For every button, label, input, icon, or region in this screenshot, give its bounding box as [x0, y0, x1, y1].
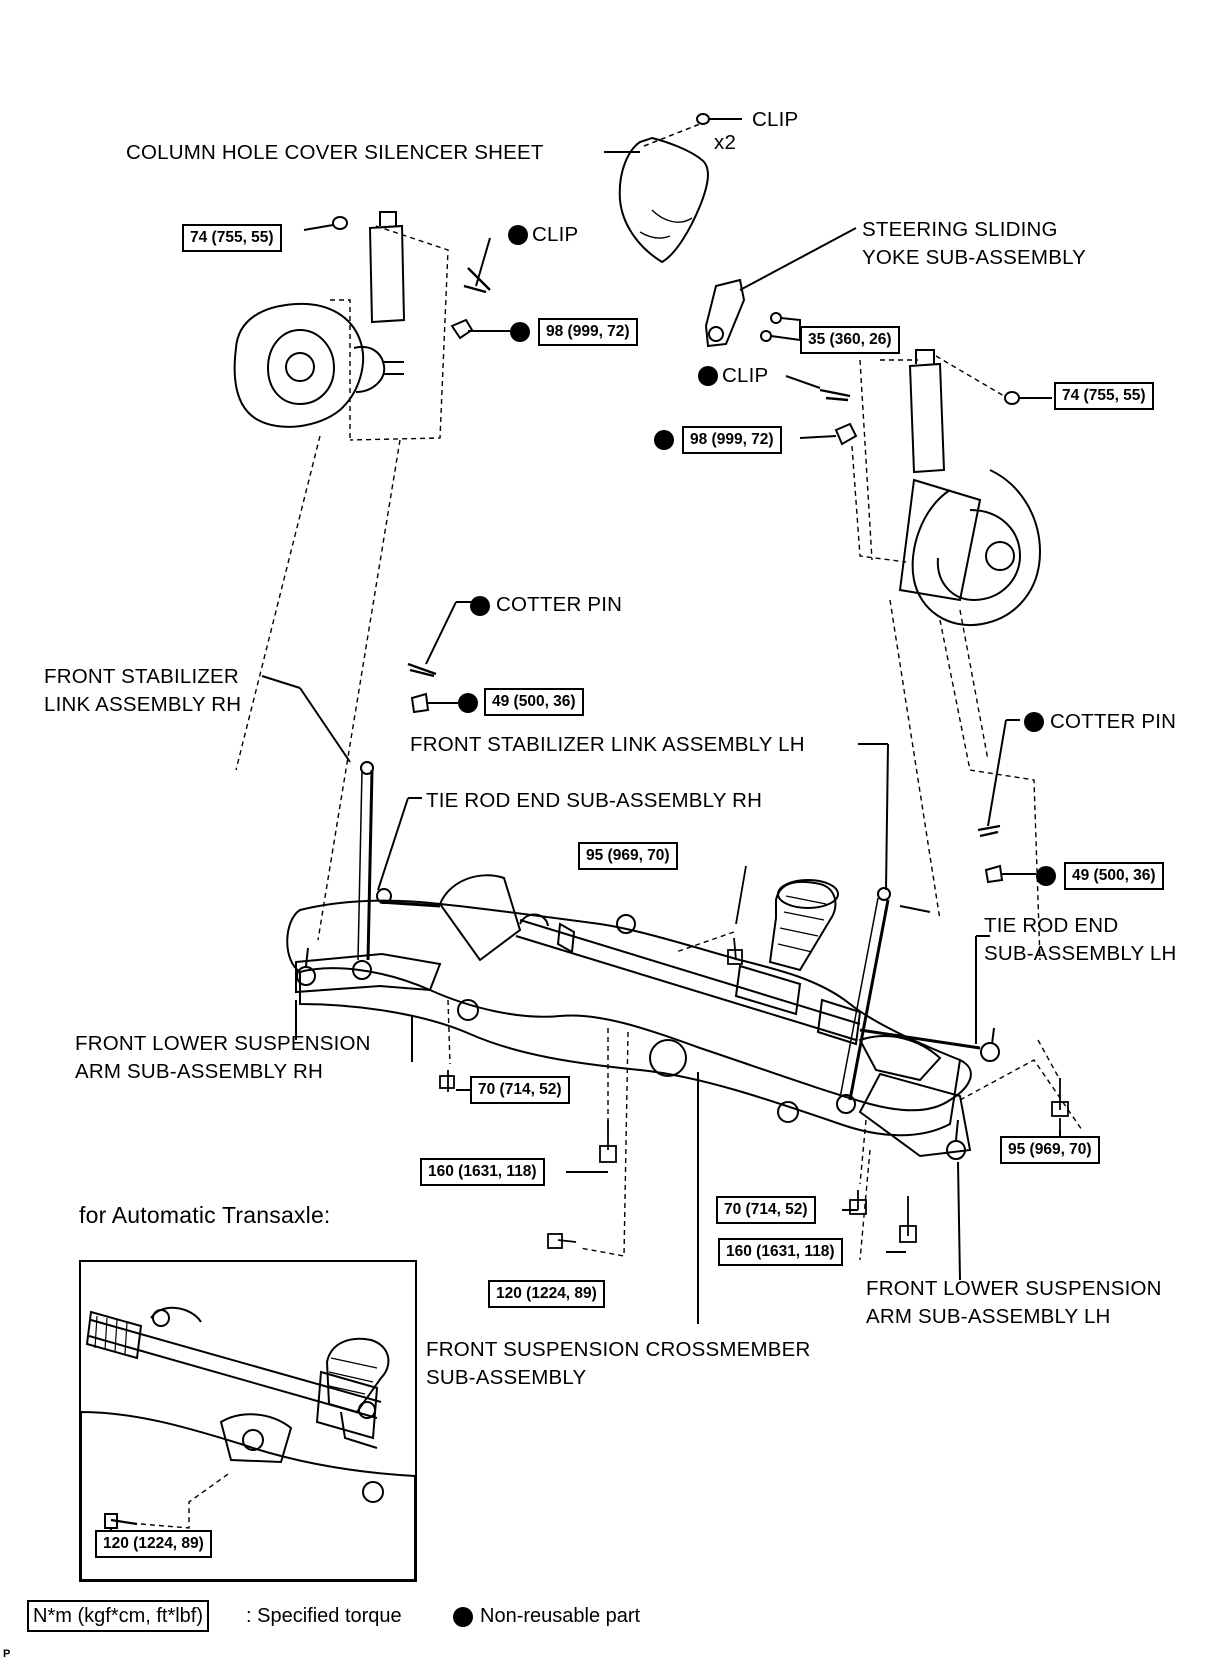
- torque-120-inset: 120 (1224, 89): [95, 1530, 212, 1558]
- strut-rh-shape: [368, 224, 406, 324]
- label-tie-rod-end-lh-line2: SUB-ASSEMBLY LH: [984, 942, 1177, 965]
- nonreusable-dot-cotter-pin-lh: [1024, 712, 1044, 732]
- torque-98-lh: 98 (999, 72): [682, 426, 782, 454]
- nonreusable-dot-cotter-pin-rh: [470, 596, 490, 616]
- label-clip-rh: CLIP: [532, 223, 579, 246]
- torque-74-rh: 74 (755, 55): [182, 224, 282, 252]
- label-steering-sliding-yoke-line2: YOKE SUB-ASSEMBLY: [862, 246, 1087, 269]
- torque-160-right: 160 (1631, 118): [718, 1238, 843, 1266]
- torque-70-right: 70 (714, 52): [716, 1196, 816, 1224]
- torque-98-rh: 98 (999, 72): [538, 318, 638, 346]
- torque-49-rh: 49 (500, 36): [484, 688, 584, 716]
- silencer-sheet-shape: [618, 136, 709, 264]
- label-front-lower-suspension-arm-rh-line1: FRONT LOWER SUSPENSION: [75, 1032, 371, 1055]
- label-column-hole-cover-silencer-sheet: COLUMN HOLE COVER SILENCER SHEET: [126, 141, 544, 164]
- label-steering-sliding-yoke-line1: STEERING SLIDING: [862, 218, 1058, 241]
- torque-160-left: 160 (1631, 118): [420, 1158, 545, 1186]
- torque-70-left: 70 (714, 52): [470, 1076, 570, 1104]
- torque-120-main: 120 (1224, 89): [488, 1280, 605, 1308]
- strut-lh-shape: [908, 362, 946, 474]
- torque-95-right: 95 (969, 70): [1000, 1136, 1100, 1164]
- label-tie-rod-end-rh: TIE ROD END SUB-ASSEMBLY RH: [426, 789, 763, 812]
- label-front-stabilizer-link-rh-line2: LINK ASSEMBLY RH: [44, 693, 242, 716]
- automatic-transaxle-inset: 120 (1224, 89): [79, 1260, 417, 1582]
- label-front-suspension-crossmember-line1: FRONT SUSPENSION CROSSMEMBER: [426, 1338, 811, 1361]
- label-front-stabilizer-link-rh-line1: FRONT STABILIZER: [44, 665, 239, 688]
- nonreusable-dot-clip-lh: [698, 366, 718, 386]
- torque-74-lh: 74 (755, 55): [1054, 382, 1154, 410]
- nonreusable-dot-49-lh: [1036, 866, 1056, 886]
- nonreusable-dot-98-lh: [654, 430, 674, 450]
- label-front-lower-suspension-arm-rh-line2: ARM SUB-ASSEMBLY RH: [75, 1060, 323, 1083]
- label-for-automatic-transaxle: for Automatic Transaxle:: [79, 1202, 331, 1228]
- nonreusable-dot-98-rh: [510, 322, 530, 342]
- label-front-lower-suspension-arm-lh-line2: ARM SUB-ASSEMBLY LH: [866, 1305, 1111, 1328]
- torque-95-top: 95 (969, 70): [578, 842, 678, 870]
- label-clip-quantity: x2: [714, 131, 737, 154]
- legend-torque-unit-box: N*m (kgf*cm, ft*lbf): [27, 1600, 210, 1632]
- legend-nonreusable-part: Non-reusable part: [480, 1605, 641, 1627]
- nonreusable-dot-clip-rh: [508, 225, 528, 245]
- label-cotter-pin-lh: COTTER PIN: [1050, 710, 1177, 733]
- label-clip-lh: CLIP: [722, 364, 769, 387]
- nonreusable-dot-49-rh: [458, 693, 478, 713]
- label-tie-rod-end-lh-line1: TIE ROD END: [984, 914, 1119, 937]
- torque-49-lh: 49 (500, 36): [1064, 862, 1164, 890]
- label-front-stabilizer-link-lh: FRONT STABILIZER LINK ASSEMBLY LH: [410, 733, 805, 756]
- label-front-suspension-crossmember-line2: SUB-ASSEMBLY: [426, 1366, 587, 1389]
- legend-specified-torque: : Specified torque: [246, 1605, 402, 1627]
- inset-drawing: [81, 1306, 415, 1580]
- torque-35: 35 (360, 26): [800, 326, 900, 354]
- label-clip-top: CLIP: [752, 108, 799, 131]
- label-front-lower-suspension-arm-lh-line1: FRONT LOWER SUSPENSION: [866, 1277, 1162, 1300]
- legend-nonreusable-dot: [453, 1607, 473, 1627]
- label-cotter-pin-rh: COTTER PIN: [496, 593, 623, 616]
- corner-mark: P: [3, 1648, 11, 1660]
